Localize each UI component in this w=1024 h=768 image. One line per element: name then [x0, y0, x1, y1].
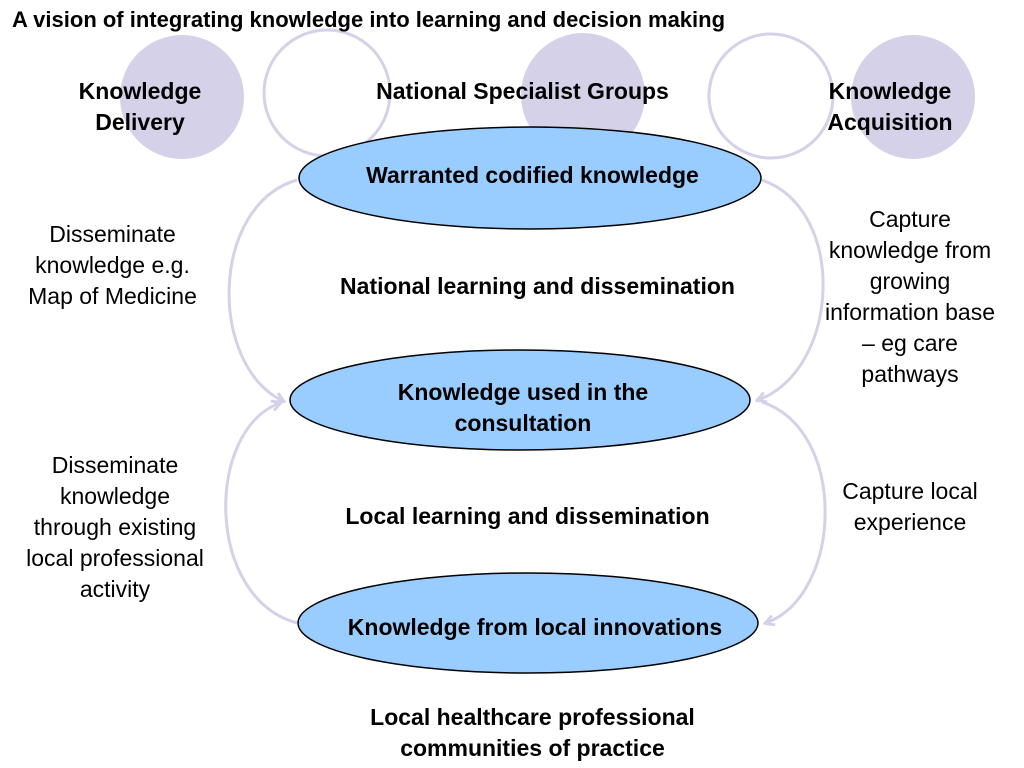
local-innovations-label: Knowledge from local innovations [347, 614, 723, 640]
arrow-left-top [227, 178, 298, 401]
national-specialist-groups-label: National Specialist Groups [376, 78, 669, 104]
outline-circle-right [707, 32, 835, 160]
specialist-circle [521, 33, 645, 157]
page-title: A vision of integrating knowledge into l… [12, 7, 726, 32]
disseminate-local-activity-text: Disseminate knowledge through existing l… [26, 452, 204, 602]
knowledge-delivery-label: Knowledge Delivery [78, 78, 202, 135]
consultation-knowledge-label: Knowledge used in the consultation [397, 379, 649, 436]
capture-local-experience-text: Capture local experience [842, 478, 978, 535]
knowledge-acquisition-label: Knowledge Acquisition [827, 78, 953, 135]
consultation-knowledge-ellipse [289, 349, 751, 451]
warranted-knowledge-ellipse [298, 126, 762, 230]
local-learning-label: Local learning and dissemination [345, 503, 710, 529]
acquisition-circle [851, 35, 975, 159]
national-learning-label: National learning and dissemination [340, 273, 735, 299]
local-innovations-ellipse [297, 572, 759, 674]
arrow-right-bottom [761, 400, 827, 623]
delivery-circle [120, 35, 244, 159]
arrow-left-bottom [224, 403, 298, 625]
arrow-right-top [758, 178, 825, 400]
disseminate-map-of-medicine-text: Disseminate knowledge e.g. Map of Medici… [28, 221, 197, 309]
warranted-knowledge-label: Warranted codified knowledge [366, 162, 699, 188]
communities-of-practice-label: Local healthcare professional communitie… [370, 704, 695, 761]
capture-information-base-text: Capture knowledge from growing informati… [824, 206, 996, 387]
